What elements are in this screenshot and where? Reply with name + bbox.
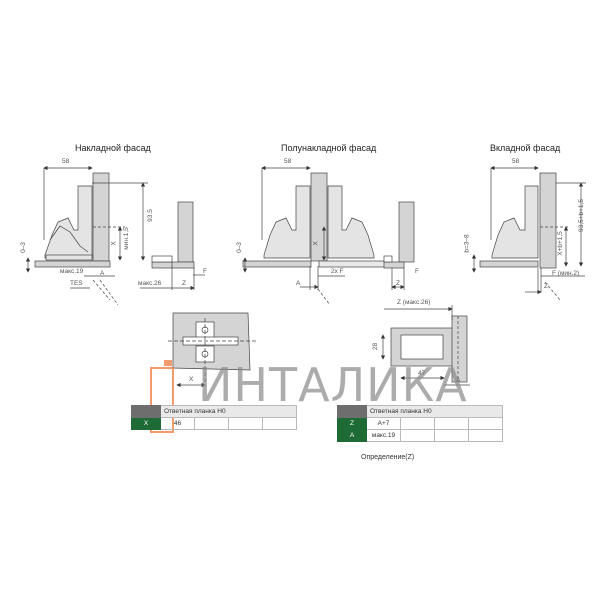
dim-plate-a: A: [456, 377, 461, 384]
watermark-logo-dot: [164, 360, 172, 366]
half-overlay-drawing: [242, 165, 415, 306]
watermark-logo-mark: [150, 367, 174, 433]
table-strike-plate-za: Ответная планка H0 Z A+7 A макс.19: [337, 405, 503, 442]
dim-inset-height: 93,5+b+1,5: [577, 199, 585, 232]
dim-half-f: F: [415, 268, 419, 275]
section-title-overlay: Накладной фасад: [75, 143, 151, 153]
dim-inset-gap: b=3–8: [463, 234, 471, 253]
cell: [262, 417, 297, 430]
dim-half-a: A: [296, 280, 301, 287]
row-key: Z: [337, 417, 367, 430]
dim-overlay-max-z: макс.26: [138, 280, 162, 287]
dim-half-z: Z: [396, 280, 400, 287]
table-note: Определение(Z): [361, 454, 415, 461]
dim-overlay-max-a: макс.19: [60, 268, 84, 275]
dim-plate-height: 28: [372, 342, 380, 351]
table-header-row: Ответная планка H0: [337, 405, 503, 418]
dim-half-gap: 0–3: [235, 242, 243, 253]
plate-top-view: [168, 312, 258, 388]
table-row: A макс.19: [337, 429, 503, 442]
cell: [400, 429, 435, 442]
table-header: Ответная планка H0: [160, 405, 297, 418]
cell: 46: [160, 417, 195, 430]
plate-side-view: [380, 305, 470, 386]
dim-overlay-width: 58: [62, 158, 70, 165]
table-row: Z A+7: [337, 417, 503, 430]
dim-overlay-a: A: [100, 270, 105, 277]
cell: [228, 417, 263, 430]
dim-inset-z: Z: [544, 283, 548, 290]
cell: [434, 429, 469, 442]
dim-half-width: 58: [284, 158, 292, 165]
cell: [400, 417, 435, 430]
dim-plate-x: X: [189, 376, 194, 383]
dim-overlay-min: мин.1,5: [122, 227, 130, 250]
dim-overlay-tes: TES: [70, 280, 83, 287]
dim-overlay-height: 93.5: [146, 209, 154, 222]
dim-plate-z-max: Z (макс.26): [397, 299, 431, 306]
table-row: X 46: [131, 417, 297, 430]
dim-inset-width: 58: [512, 158, 520, 165]
dim-overlay-x: X: [110, 241, 118, 246]
cell: макс.19: [366, 429, 401, 442]
cell: [194, 417, 229, 430]
table-header: Ответная планка H0: [366, 405, 503, 418]
table-strike-plate-x: Ответная планка H0 X 46: [131, 405, 297, 430]
overlay-drawing: [25, 165, 205, 306]
cell: [468, 429, 503, 442]
cell: [468, 417, 503, 430]
cell: [434, 417, 469, 430]
row-key: X: [131, 417, 161, 430]
section-title-half-overlay: Полунакладной фасад: [281, 143, 377, 153]
watermark-text: ИНТАЛИКА: [198, 358, 468, 412]
dim-inset-x: X+b+1,5: [556, 231, 564, 256]
row-key: A: [337, 429, 367, 442]
table-header-row: Ответная планка H0: [131, 405, 297, 418]
dim-overlay-z: Z: [182, 280, 186, 287]
dim-half-x: X: [312, 241, 320, 246]
dim-half-2xf: 2x F: [331, 268, 344, 275]
dim-plate-length: 47: [418, 370, 426, 377]
dim-overlay-gap: 0–3: [19, 242, 27, 253]
cell: A+7: [366, 417, 401, 430]
dim-inset-f-min: F (мин.2): [552, 270, 580, 277]
dim-overlay-f: F: [203, 268, 207, 275]
section-title-inset: Вкладной фасад: [490, 143, 561, 153]
inset-drawing: [471, 165, 586, 301]
